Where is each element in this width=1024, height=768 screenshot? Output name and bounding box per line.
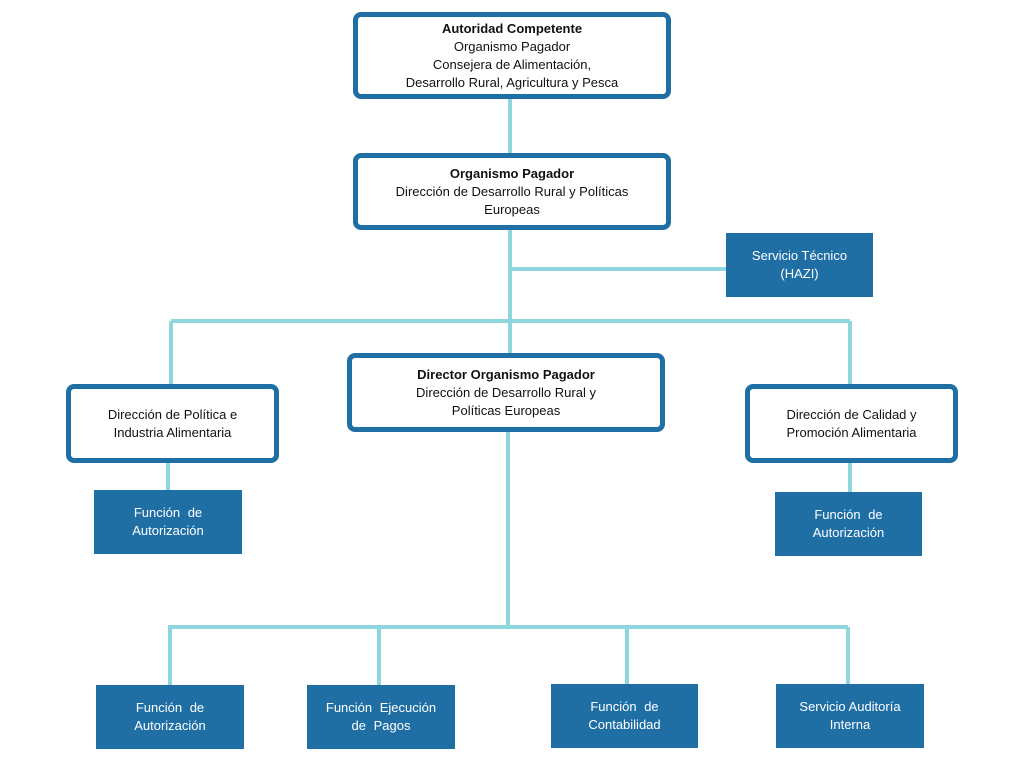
node-text: Desarrollo Rural, Agricultura y Pesca: [405, 74, 619, 90]
node-text: Función Ejecución: [325, 700, 437, 715]
node-title: Director Organismo Pagador: [417, 366, 595, 382]
node-text: Industria Alimentaria: [113, 424, 232, 440]
node-funcion-contabilidad: Función de Contabilidad: [551, 684, 698, 748]
node-servicio-tecnico: Servicio Técnico (HAZI): [726, 233, 873, 297]
node-text: Europeas: [484, 201, 540, 217]
node-servicio-auditoria: Servicio Auditoría Interna: [776, 684, 924, 748]
node-text: Función de: [814, 507, 883, 522]
node-text: Función de: [590, 699, 659, 714]
node-funcion-autorizacion-right: Función de Autorización: [775, 492, 922, 556]
node-text: Autorización: [134, 718, 206, 733]
node-funcion-ejecucion-pagos: Función Ejecución de Pagos: [307, 685, 455, 749]
node-autoridad-competente: Autoridad Competente Organismo Pagador C…: [353, 12, 671, 99]
node-organismo-pagador: Organismo Pagador Dirección de Desarroll…: [353, 153, 671, 230]
node-director-organismo-pagador: Director Organismo Pagador Dirección de …: [347, 353, 665, 432]
node-text: Función de: [135, 700, 205, 715]
node-text: Dirección de Desarrollo Rural y: [416, 384, 596, 400]
node-text: Servicio Auditoría: [799, 699, 901, 714]
node-direccion-calidad: Dirección de Calidad y Promoción Aliment…: [745, 384, 958, 463]
node-text: Dirección de Desarrollo Rural y Política…: [395, 183, 629, 199]
node-text: Promoción Alimentaria: [786, 424, 917, 440]
node-text: Función de: [133, 505, 203, 520]
node-text: Organismo Pagador: [453, 38, 571, 54]
node-text: Interna: [829, 717, 871, 732]
node-text: Consejera de Alimentación,: [432, 56, 592, 72]
node-funcion-autorizacion-bottom: Función de Autorización: [96, 685, 244, 749]
node-title: Autoridad Competente: [441, 20, 583, 36]
node-text: (HAZI): [780, 266, 819, 281]
node-funcion-autorizacion-left: Función de Autorización: [94, 490, 242, 554]
node-title: Organismo Pagador: [449, 165, 575, 181]
node-text: Dirección de Política e: [107, 406, 238, 422]
node-text: Contabilidad: [588, 717, 661, 732]
node-text: Servicio Técnico: [751, 248, 848, 263]
node-text: Dirección de Calidad y: [786, 406, 917, 422]
node-text: Políticas Europeas: [451, 402, 561, 418]
node-text: Autorización: [812, 525, 885, 540]
node-text: Autorización: [132, 523, 204, 538]
node-direccion-politica: Dirección de Política e Industria Alimen…: [66, 384, 279, 463]
node-text: de Pagos: [351, 718, 411, 733]
